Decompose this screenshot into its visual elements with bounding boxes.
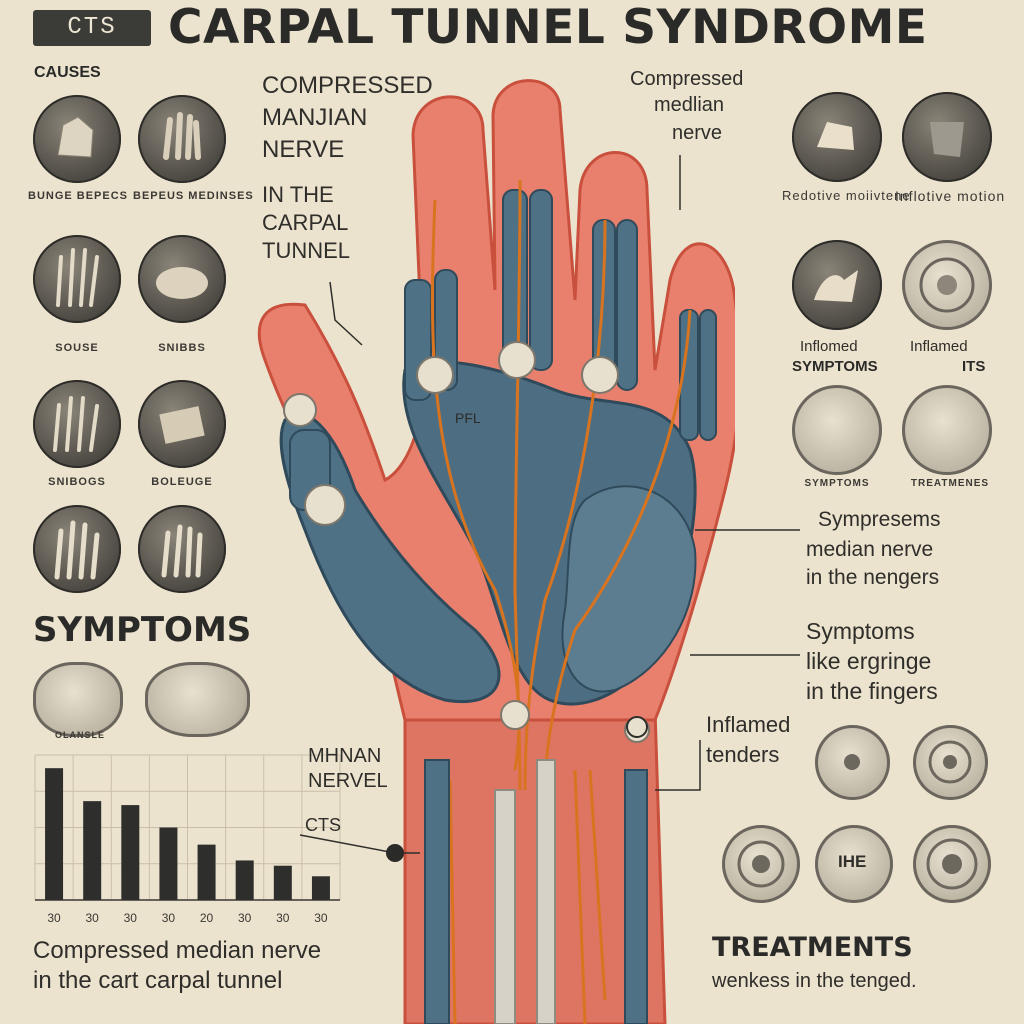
chart-tick-label: 30	[276, 911, 290, 925]
center-note-top-2: MANJIAN	[262, 104, 368, 131]
right-caption-symptoms: SYMPTOMS	[804, 478, 870, 489]
center-note-mid-2: CARPAL	[262, 210, 349, 235]
cause-image-5	[33, 380, 121, 468]
right-block1-line-2: median nerve	[806, 538, 934, 561]
symptoms-heading-left: SYMPTOMS	[33, 610, 252, 650]
cause-caption-5: SNIBOGS	[48, 476, 106, 488]
right-block3-line-2: tenders	[706, 742, 780, 767]
center-note-mid-3: TUNNEL	[262, 238, 351, 263]
center-note-top-1: COMPRESSED	[262, 72, 433, 99]
chart-caption-line-2: in the cart carpal tunnel	[33, 967, 283, 994]
right-caption-1: Redotive moiivtene	[782, 188, 911, 203]
center-note-right-1: Compressed	[630, 68, 744, 90]
page-title: CARPAL TUNNEL SYNDROME	[168, 0, 928, 55]
treatment-image-1	[902, 385, 992, 475]
right-caption-2: Inflotive motion	[895, 188, 1006, 204]
treatment-image-2	[815, 725, 890, 800]
cts-badge: CTS	[33, 10, 151, 46]
treatments-subtext: wenkess in the tenged.	[712, 970, 917, 992]
cts-label: CTS	[305, 815, 341, 835]
chart-bar	[121, 805, 140, 900]
chart-tick-label: 30	[86, 911, 100, 925]
cause-image-6	[138, 380, 226, 468]
symptom-image-2	[145, 662, 250, 737]
center-note-top-3: NERVE	[262, 136, 345, 163]
right-caption-inflomed: Inflomed	[800, 338, 858, 355]
right-block3-line-1: Inflamed	[706, 712, 791, 737]
treatment-image-5	[815, 825, 893, 903]
cause-caption-3: SOUSE	[55, 342, 99, 354]
chart-tick-label: 30	[124, 911, 138, 925]
palm-label: PFL	[455, 410, 481, 426]
bar-chart: 30 30 30 30 20 30 30 30	[34, 754, 341, 925]
hand-anatomy-illustration	[257, 79, 735, 1024]
right-block1-line-3: in the nengers	[806, 566, 940, 589]
chart-bar	[197, 844, 216, 900]
center-note-right-2: medlian	[654, 94, 725, 116]
chart-tick-label: 30	[162, 911, 176, 925]
treatment-image-6	[913, 825, 991, 903]
treatments-heading: TREATMENTS	[712, 932, 913, 963]
right-caption-inflamed: Inflamed	[910, 338, 968, 355]
nerve-label-1: MHNAN	[308, 745, 382, 767]
nerve-label-2: NERVEL	[308, 770, 388, 792]
cause-caption-6: BOLEUGE	[151, 476, 213, 488]
treatment-image-4	[722, 825, 800, 903]
symptoms-heading-right: SYMPTOMS	[792, 358, 878, 375]
right-caption-its: ITS	[962, 358, 986, 375]
cause-image-1	[33, 95, 121, 183]
cause-image-2	[138, 95, 226, 183]
chart-bar	[311, 876, 330, 900]
center-note-mid-1: IN THE	[262, 182, 334, 207]
chart-bar	[45, 768, 64, 900]
symptom-caption: OLANSLE	[54, 730, 105, 740]
cause-image-motion	[902, 92, 992, 182]
right-block2-line-3: in the fingers	[806, 678, 938, 704]
chart-tick-label: 30	[314, 911, 328, 925]
cause-image-3	[33, 235, 121, 323]
cause-caption-4: SNIBBS	[158, 342, 206, 354]
chart-tick-label: 30	[47, 911, 61, 925]
cause-image-4	[138, 235, 226, 323]
cause-image-7	[33, 505, 121, 593]
treatment-image-3	[913, 725, 988, 800]
cause-caption-2: BEPEUS MEDINSES	[133, 190, 254, 202]
right-block2-line-2: like ergringe	[806, 648, 932, 674]
treatment-mid-label: IHE	[838, 852, 867, 871]
center-note-right-3: nerve	[672, 122, 723, 144]
cause-image-8	[138, 505, 226, 593]
chart-caption-line-1: Compressed median nerve	[33, 937, 322, 964]
chart-bar	[159, 827, 178, 900]
chart-bar	[273, 865, 292, 900]
right-block1-line-1: Sympresems	[818, 508, 941, 531]
right-block2-line-1: Symptoms	[806, 618, 915, 644]
causes-heading: CAUSES	[34, 64, 101, 81]
cause-image-repetitive	[792, 92, 882, 182]
chart-bar	[83, 801, 102, 900]
symptom-image-target	[902, 240, 992, 330]
chart-tick-label: 20	[200, 911, 214, 925]
symptom-image-inflamed	[792, 240, 882, 330]
symptom-image-3	[792, 385, 882, 475]
chart-tick-label: 30	[238, 911, 252, 925]
cause-caption-1: BUNGE BEPECS	[28, 190, 129, 202]
symptom-image-1	[33, 662, 123, 737]
right-caption-treatments: TREATMENES	[910, 478, 990, 489]
chart-bar	[235, 860, 254, 900]
